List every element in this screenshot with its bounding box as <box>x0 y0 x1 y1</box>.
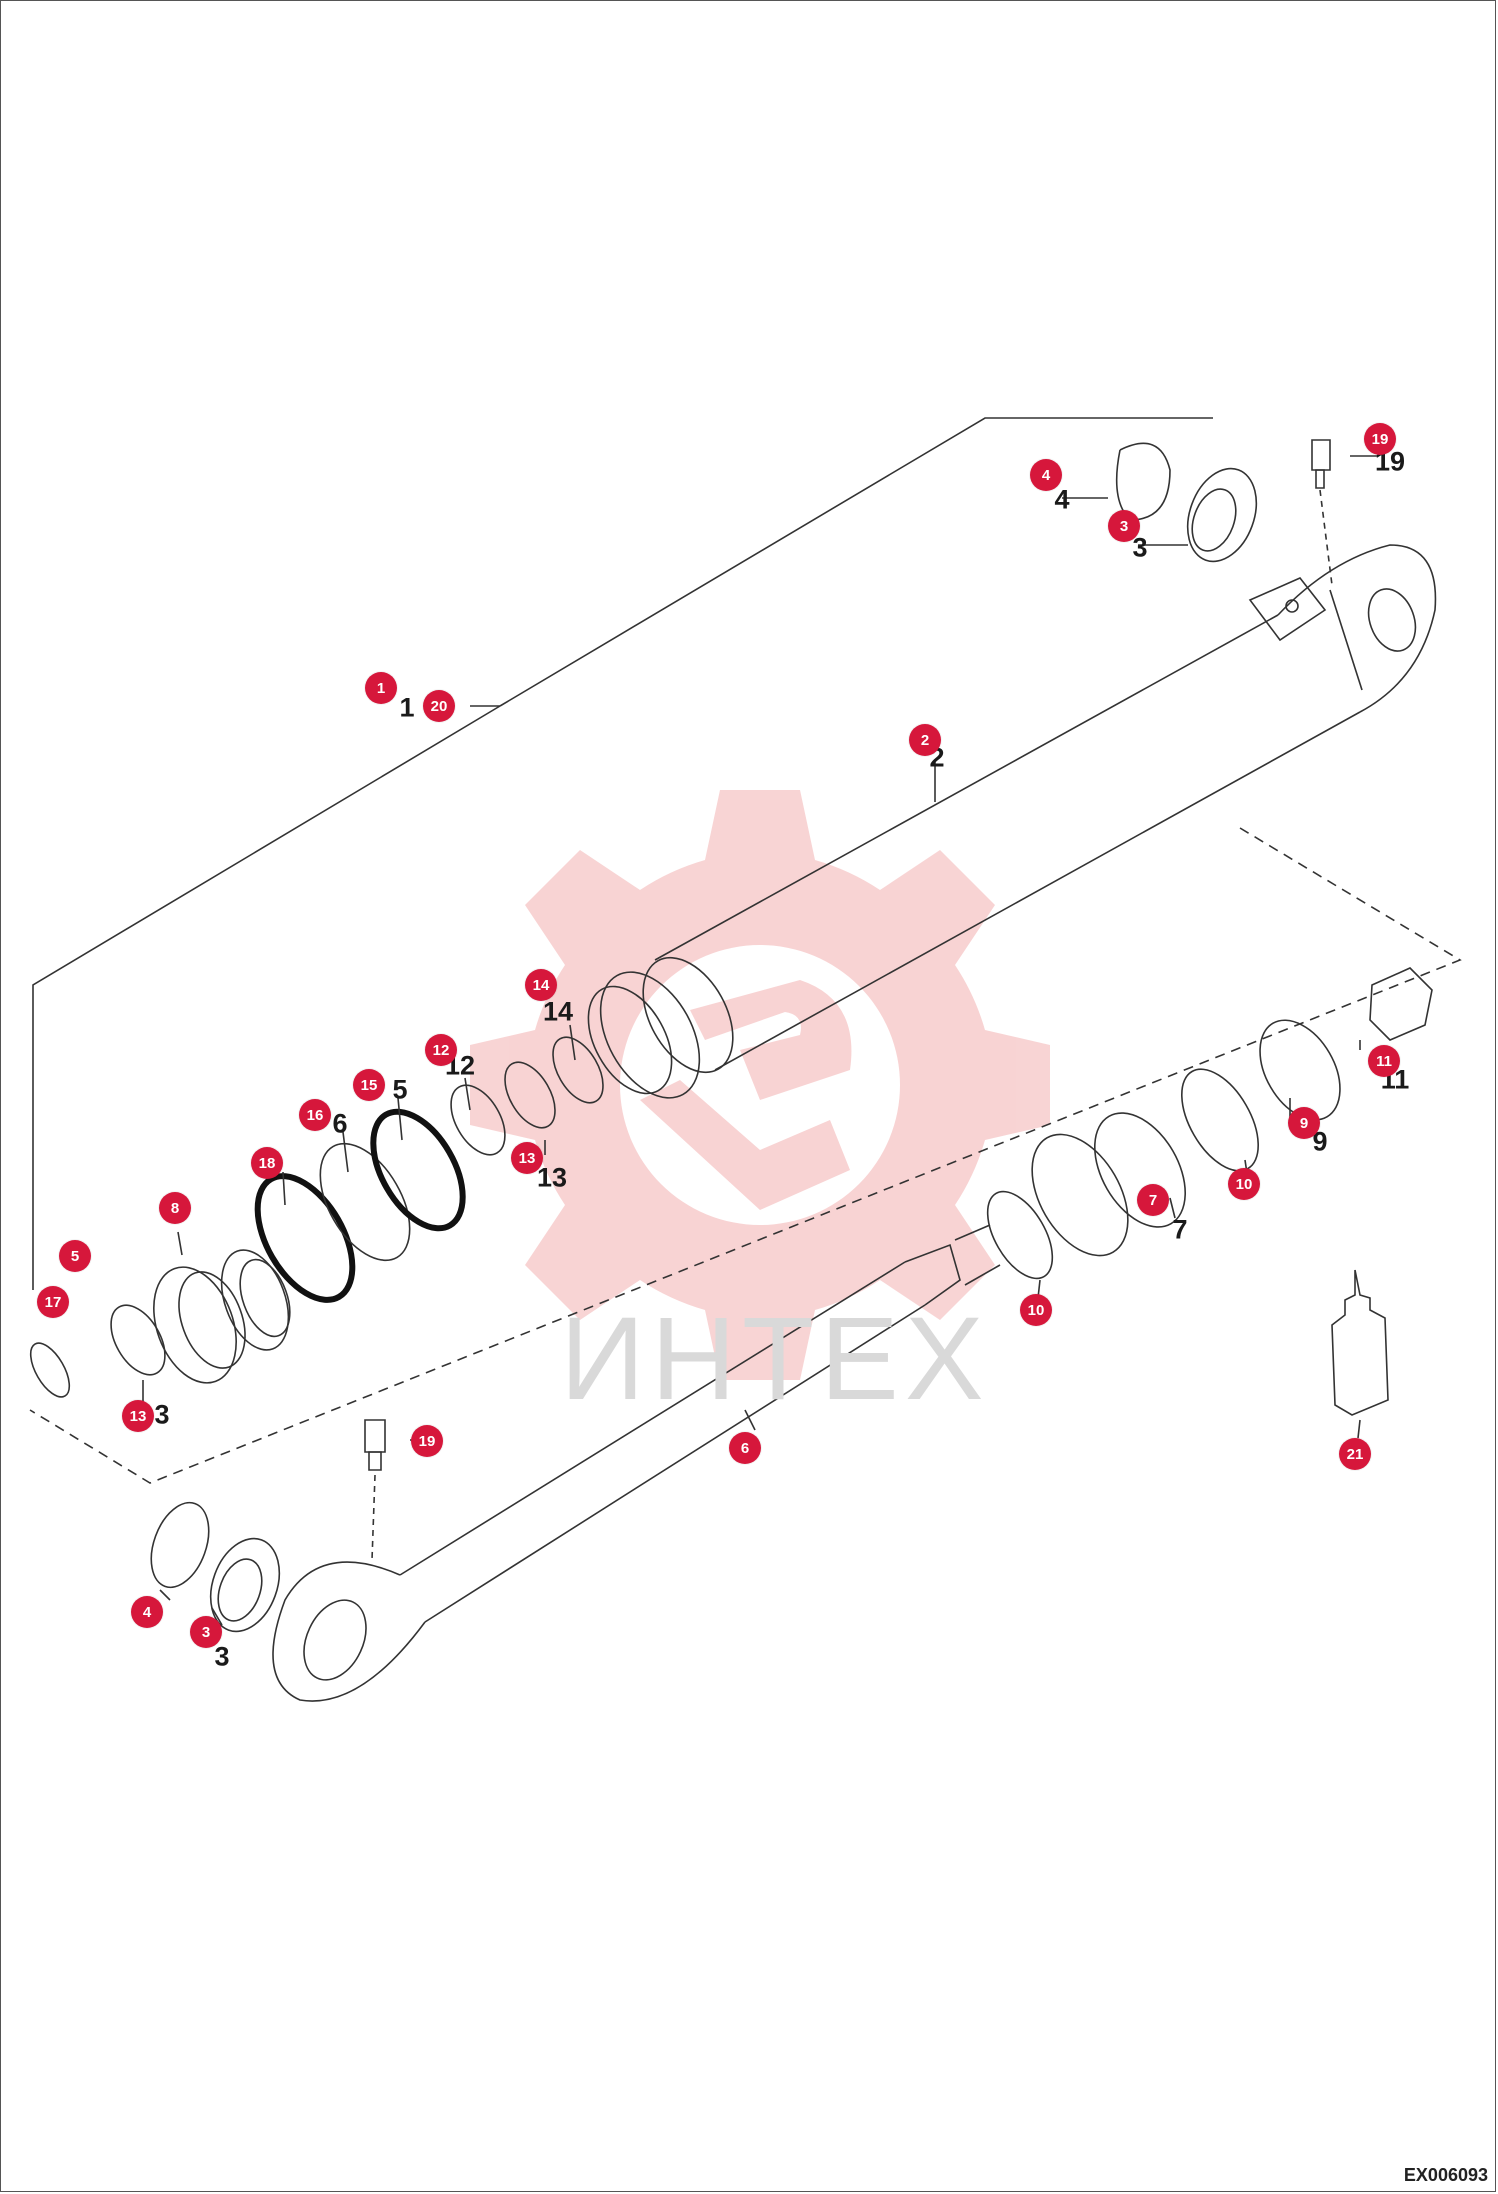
callout-12[interactable]: 12 <box>425 1034 457 1066</box>
callout-14[interactable]: 14 <box>525 969 557 1001</box>
callout-11[interactable]: 11 <box>1368 1045 1400 1077</box>
callout-4[interactable]: 4 <box>131 1596 163 1628</box>
grease-fitting-bottom <box>364 1419 386 1561</box>
callout-19[interactable]: 19 <box>411 1425 443 1457</box>
callout-5[interactable]: 5 <box>59 1240 91 1272</box>
part-number-label: 3 <box>1132 532 1148 563</box>
callout-10[interactable]: 10 <box>1228 1168 1260 1200</box>
callout-7[interactable]: 7 <box>1137 1184 1169 1216</box>
adhesive-bottle <box>1331 1269 1389 1416</box>
callout-15[interactable]: 15 <box>353 1069 385 1101</box>
callout-6[interactable]: 6 <box>729 1432 761 1464</box>
callout-10[interactable]: 10 <box>1020 1294 1052 1326</box>
callout-9[interactable]: 9 <box>1288 1107 1320 1139</box>
bushing-top <box>1115 442 1258 563</box>
part-number-label: 3 <box>214 1641 230 1672</box>
callout-8[interactable]: 8 <box>159 1192 191 1224</box>
seal-rings <box>29 1036 604 1398</box>
callout-1[interactable]: 1 <box>365 672 397 704</box>
callout-4[interactable]: 4 <box>1030 459 1062 491</box>
part-number-label: 13 <box>536 1162 568 1193</box>
part-number-label: 7 <box>1172 1214 1188 1245</box>
callout-18[interactable]: 18 <box>251 1147 283 1179</box>
grease-fitting-top <box>1311 439 1333 586</box>
part-number-label: 5 <box>392 1074 408 1105</box>
seal-kit-dashed-box <box>29 827 1462 1484</box>
callout-2[interactable]: 2 <box>909 724 941 756</box>
callout-16[interactable]: 16 <box>299 1099 331 1131</box>
drawing-code: EX006093 <box>1403 2165 1488 2185</box>
part-number-label: 3 <box>154 1399 170 1430</box>
callout-21[interactable]: 21 <box>1339 1438 1371 1470</box>
callout-3[interactable]: 3 <box>1108 510 1140 542</box>
callout-13[interactable]: 13 <box>122 1400 154 1432</box>
tube-flange <box>587 985 673 1095</box>
assembly-bracket-line <box>499 417 1213 707</box>
bushing-bottom <box>150 1501 281 1633</box>
callout-3[interactable]: 3 <box>190 1616 222 1648</box>
assembly-bracket-line-left <box>32 705 501 1290</box>
piston-parts <box>986 967 1433 1280</box>
callout-13[interactable]: 13 <box>511 1142 543 1174</box>
part-number-label: 1 <box>399 692 415 723</box>
callout-19[interactable]: 19 <box>1364 423 1396 455</box>
line-art <box>29 417 1462 1702</box>
watermark-text: ИНТЕХ <box>560 1293 990 1425</box>
cylinder-tube <box>599 544 1437 1099</box>
watermark-gear-logo <box>470 790 1050 1380</box>
part-number-label: 6 <box>332 1108 348 1139</box>
part-number-label: 4 <box>1054 484 1070 515</box>
part-number-label: 9 <box>1312 1126 1328 1157</box>
callout-17[interactable]: 17 <box>37 1286 69 1318</box>
gland-part <box>153 1249 291 1384</box>
piston-rod <box>272 1224 1001 1702</box>
part-number-label: 14 <box>542 996 574 1027</box>
callout-20[interactable]: 20 <box>423 690 455 722</box>
